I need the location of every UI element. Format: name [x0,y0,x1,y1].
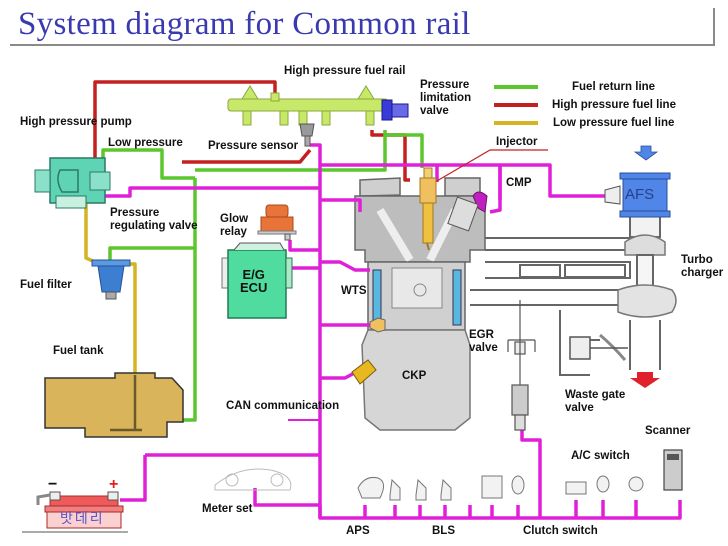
label-fuel-tank: Fuel tank [53,345,104,357]
label-ac-switch: A/C switch [571,450,630,462]
label-injector: Injector [496,136,538,148]
label-can-communication: CAN communication [226,400,340,412]
label-glow-relay: Glow relay [220,213,249,238]
label-afs: AFS [625,186,655,203]
label-ecu: E/G ECU [240,267,268,295]
leader-lines [429,149,548,186]
label-high-pressure-fuel-rail: High pressure fuel rail [284,65,406,77]
exhaust-arrow-icon [630,372,660,388]
legend-high-pressure-fuel-line: High pressure fuel line [552,99,676,111]
legend-low-pressure-fuel-line: Low pressure fuel line [553,117,675,129]
label-low-pressure: Low pressure [108,137,183,149]
fuel-filter [91,259,131,300]
page-title: System diagram for Common rail [18,6,471,42]
afs-sensor [604,172,671,218]
label-pressure-sensor: Pressure sensor [208,140,299,152]
pressure-limitation-valve [381,99,409,121]
title-side-rule [713,8,715,46]
label-ckp: CKP [402,370,427,382]
label-pressure-regulating-valve: Pressure regulating valve [110,207,198,232]
label-scanner: Scanner [645,425,691,437]
ckp-sensor [351,359,377,385]
battery-minus-icon: − [48,476,58,493]
label-egr-valve: EGR valve [469,329,498,354]
meter-set [214,468,292,491]
battery-plus-icon: + [109,476,119,493]
bottom-sensors [357,475,644,501]
intake-arrow-icon [633,145,659,161]
label-fuel-filter: Fuel filter [20,279,72,291]
label-bls: BLS [432,525,455,537]
label-waste-gate-valve: Waste gate valve [565,389,626,414]
label-pressure-limitation-valve: Pressure limitation valve [420,79,472,117]
fuel-tank [44,372,184,438]
scanner-device [663,449,683,491]
label-meter-set: Meter set [202,503,253,515]
label-high-pressure-pump: High pressure pump [20,116,132,128]
label-wts: WTS [341,285,367,297]
legend-swatches [494,85,538,125]
high-pressure-fuel-rail [227,85,389,126]
label-cmp: CMP [506,177,532,189]
turbo-charger [599,214,677,370]
ecu [221,242,293,319]
glow-relay [257,204,297,241]
high-pressure-pump [34,157,111,209]
egr-valve [507,300,536,431]
label-aps: APS [346,525,370,537]
electrical-wiring [98,143,682,520]
label-turbo-charger: Turbo charger [681,254,724,279]
manifolds [470,237,631,376]
wts-sensor [369,317,386,333]
label-clutch-switch: Clutch switch [523,525,598,537]
waste-gate-actuator [569,336,628,360]
title-underline [10,44,714,46]
injector [419,167,437,251]
battery [22,491,128,533]
legend-fuel-return-line: Fuel return line [572,81,656,93]
cmp-sensor [447,191,488,232]
label-battery: 밧데리 [60,510,105,526]
pressure-sensor [299,123,315,147]
